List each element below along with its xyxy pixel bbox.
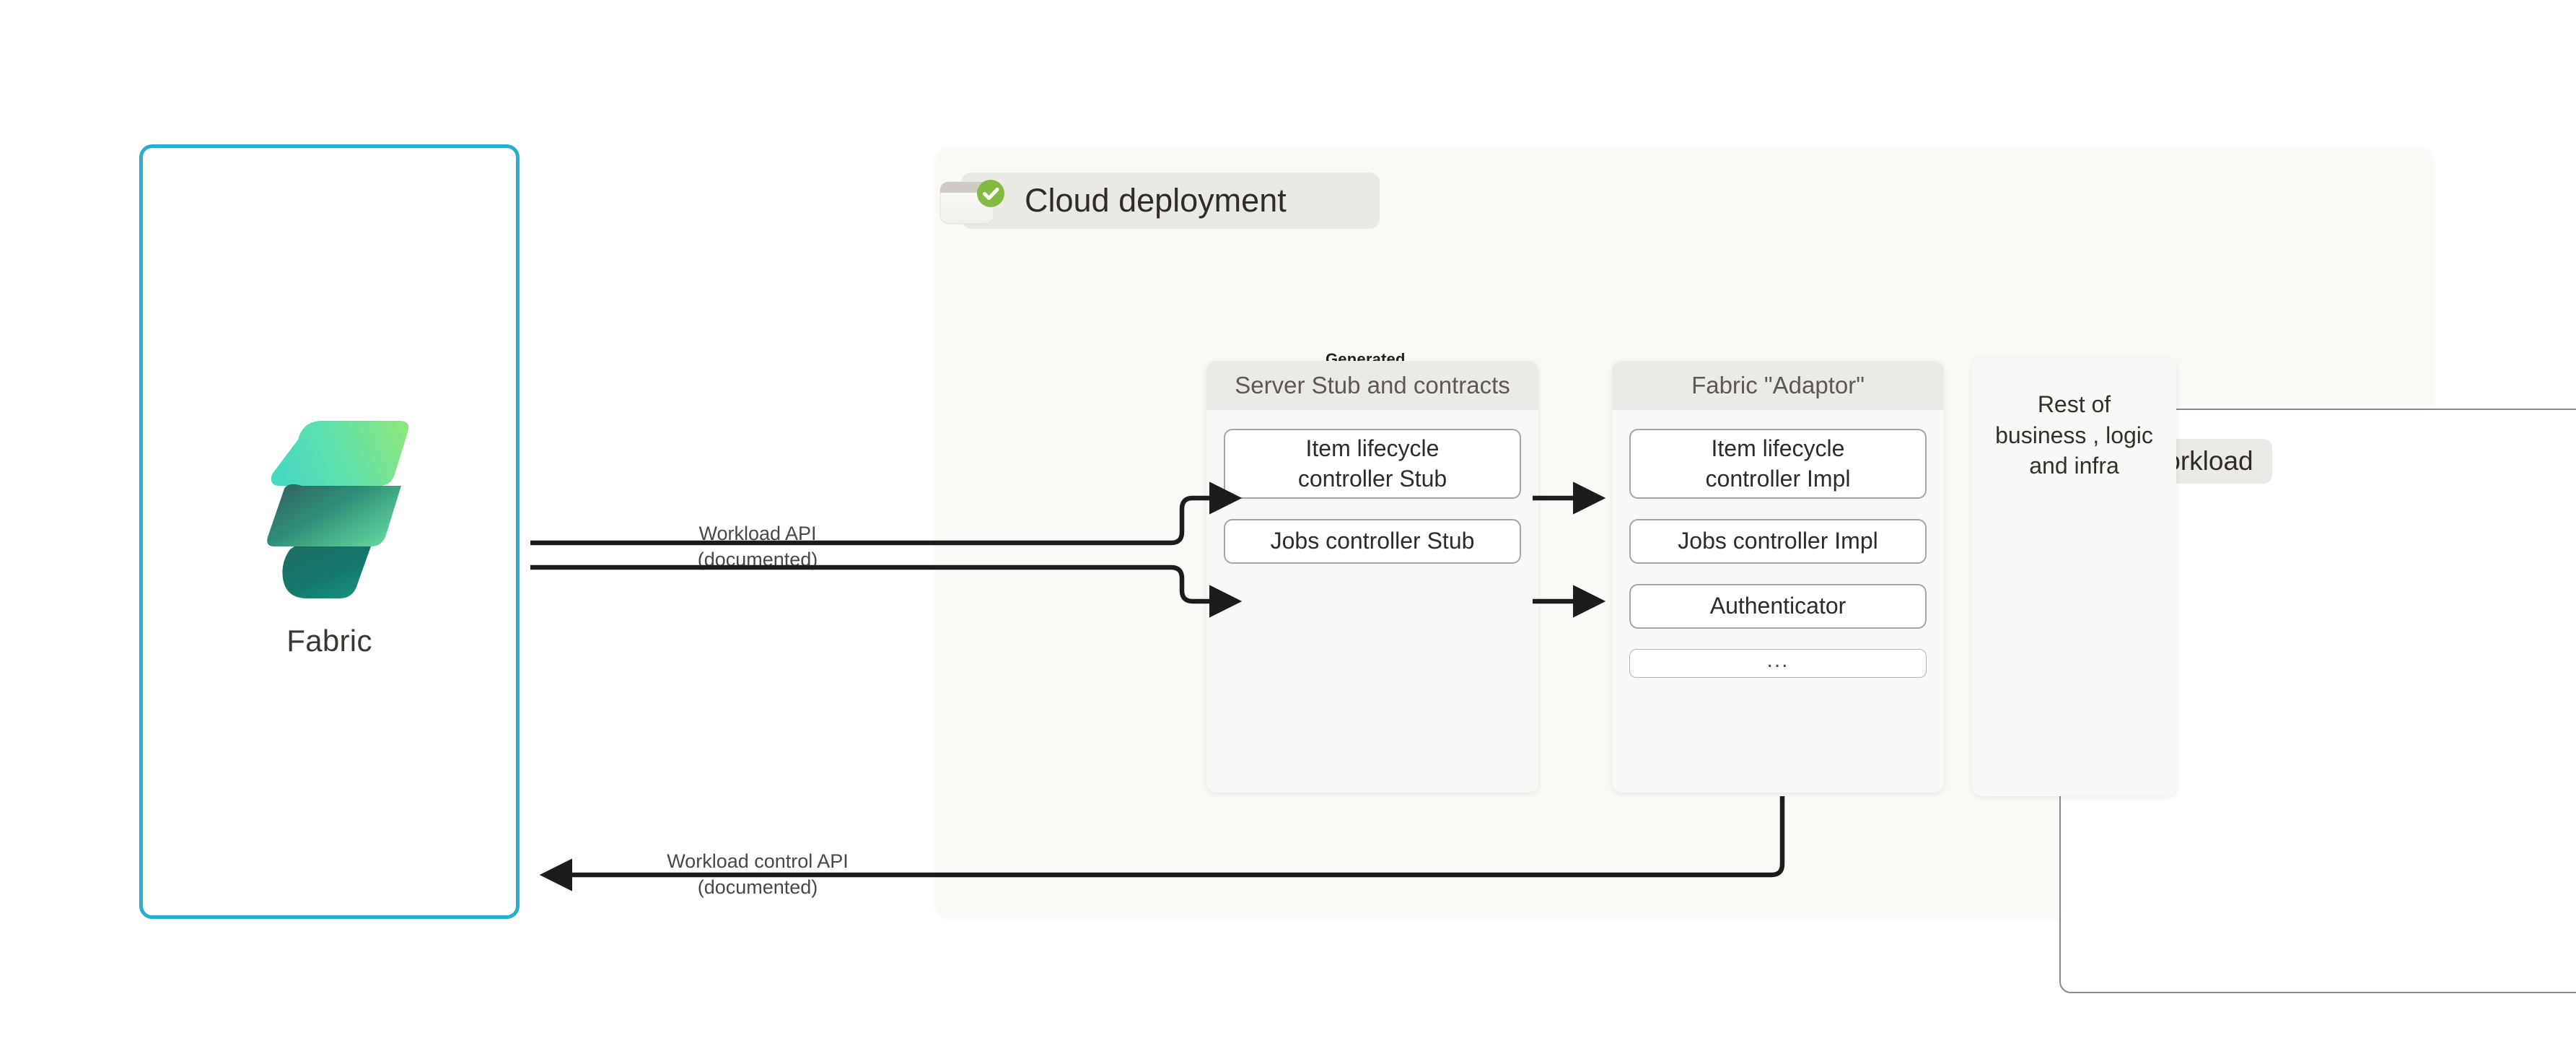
card-item-lifecycle-controller-impl[interactable]: Item lifecycle controller Impl xyxy=(1629,429,1927,499)
card-jobs-controller-stub[interactable]: Jobs controller Stub xyxy=(1224,519,1521,564)
workload-api-label: Workload API (documented) xyxy=(671,521,844,573)
fabric-panel: Fabric xyxy=(139,144,520,919)
server-stub-panel: Server Stub and contracts Item lifecycle… xyxy=(1206,361,1538,793)
fabric-adaptor-panel: Fabric "Adaptor" Item lifecycle controll… xyxy=(1612,361,1944,793)
rest-of-business-label: Rest of business , logic and infra xyxy=(1995,391,2153,479)
workload-control-api-label: Workload control API (documented) xyxy=(617,849,898,901)
server-stub-panel-header: Server Stub and contracts xyxy=(1206,361,1538,410)
workload-control-api-title: Workload control API xyxy=(667,850,849,872)
card-label: Jobs controller Stub xyxy=(1270,528,1475,554)
cloud-deployment-title: Cloud deployment xyxy=(1025,182,1287,219)
server-stub-panel-body: Item lifecycle controller Stub Jobs cont… xyxy=(1206,410,1538,581)
card-label: Authenticator xyxy=(1709,593,1846,619)
fabric-adaptor-panel-header: Fabric "Adaptor" xyxy=(1612,361,1944,410)
rest-of-business-panel: Rest of business , logic and infra xyxy=(1972,357,2176,796)
fabric-label: Fabric xyxy=(286,624,372,658)
card-authenticator[interactable]: Authenticator xyxy=(1629,584,1927,629)
fabric-logo-icon xyxy=(266,421,408,598)
window-check-icon xyxy=(939,180,1004,224)
card-label: Item lifecycle controller Impl xyxy=(1705,435,1851,492)
fabric-adaptor-panel-body: Item lifecycle controller Impl Jobs cont… xyxy=(1612,410,1944,695)
card-jobs-controller-impl[interactable]: Jobs controller Impl xyxy=(1629,519,1927,564)
card-label: ... xyxy=(1766,647,1789,672)
workload-control-api-subtitle: (documented) xyxy=(697,876,818,898)
workload-api-subtitle: (documented) xyxy=(697,548,818,570)
workload-api-title: Workload API xyxy=(698,523,817,544)
card-item-lifecycle-controller-stub[interactable]: Item lifecycle controller Stub xyxy=(1224,429,1521,499)
card-more-ellipsis[interactable]: ... xyxy=(1629,647,1927,678)
card-label: Jobs controller Impl xyxy=(1678,528,1878,554)
cloud-deployment-badge: Cloud deployment xyxy=(939,173,1380,229)
card-label: Item lifecycle controller Stub xyxy=(1297,435,1447,492)
